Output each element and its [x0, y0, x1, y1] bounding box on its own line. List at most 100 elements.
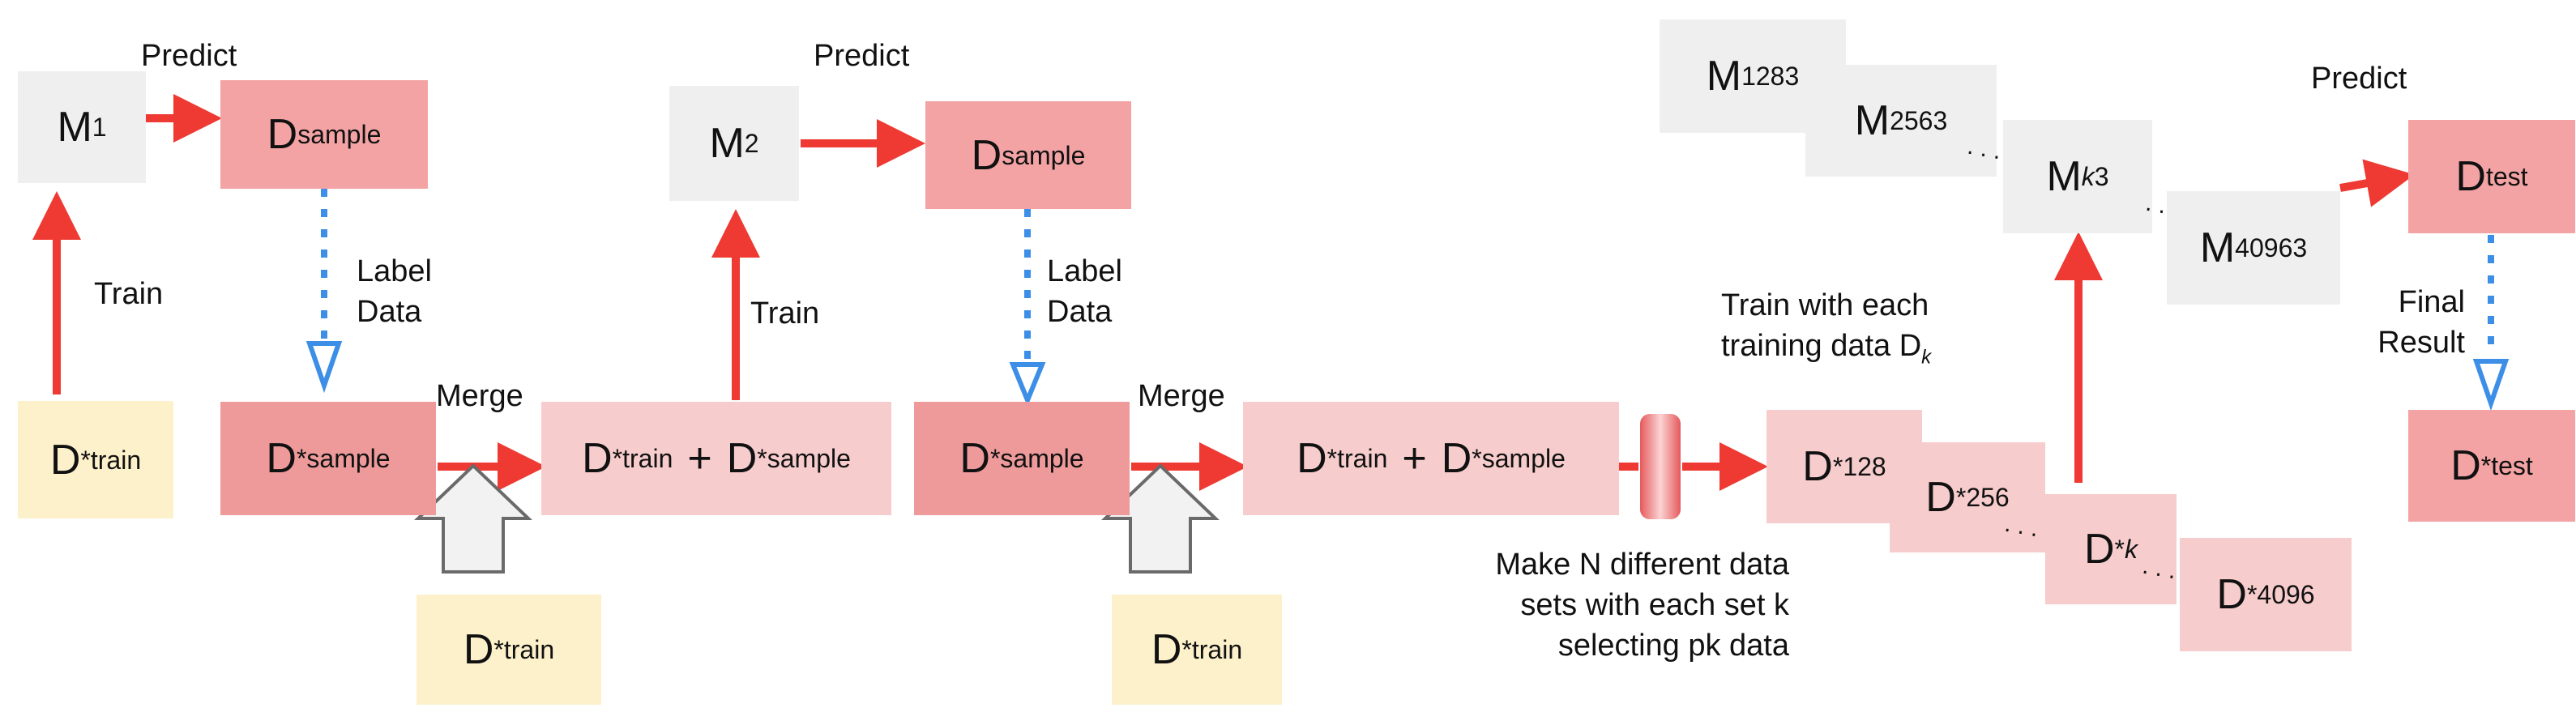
dataset-256-box: D*256 — [1890, 442, 2045, 552]
model-m2-symbol: M — [709, 120, 745, 167]
d-star-train-2-subscript: train — [503, 635, 555, 664]
predict-label-2: Predict — [814, 39, 910, 73]
d-star-train-1-star: * — [80, 445, 91, 475]
merged-1-sample-subscript: sample — [767, 444, 851, 473]
dataset-ellipsis-1: . . . — [2002, 510, 2041, 543]
model-m1-symbol: M — [57, 104, 92, 151]
dataset-128-star: * — [1832, 452, 1843, 481]
merged-2-plus: + — [1402, 435, 1427, 482]
predict-label-1: Predict — [141, 39, 237, 73]
predict-label-3: Predict — [2311, 62, 2407, 96]
train-with-each-line1: Train with each — [1721, 288, 1929, 322]
merged-2-star2: * — [1472, 444, 1482, 473]
make-datasets-text: Make N different data sets with each set… — [1433, 544, 1789, 666]
merged-2-d2: D — [1441, 435, 1472, 482]
train-label-1: Train — [94, 277, 164, 311]
d-sample-2-subscript: sample — [1002, 140, 1086, 170]
dataset-128-symbol: D — [1802, 443, 1833, 490]
merged-2-train-subscript: train — [1337, 444, 1388, 473]
merged-1-d1: D — [582, 435, 613, 482]
d-star-test-subscript: test — [2491, 451, 2533, 480]
d-star-test-symbol: D — [2450, 442, 2481, 489]
data-text-1: Data — [357, 295, 422, 330]
d-star-sample-box-1: D*sample — [220, 402, 436, 515]
d-sample-1-symbol: D — [267, 111, 298, 158]
d-star-train-2-symbol: D — [463, 626, 494, 673]
d-star-train-1-symbol: D — [49, 436, 81, 484]
dataset-256-star: * — [1955, 483, 1967, 512]
merged-1-train-subscript: train — [622, 444, 673, 473]
m3-k-superscript: k — [2081, 162, 2095, 191]
merged-2-d1: D — [1297, 435, 1327, 482]
dataset-4096-subscript: 4096 — [2257, 580, 2315, 609]
d-star-sample-2-star: * — [989, 444, 1001, 473]
dataset-k-subscript: k — [2125, 535, 2138, 564]
dataset-256-subscript: 256 — [1966, 483, 2010, 512]
merged-2-star1: * — [1326, 444, 1338, 473]
train-with-each-line2-text: training data D — [1721, 329, 1922, 364]
m3-256-superscript: 256 — [1890, 106, 1933, 135]
merge-label-1: Merge — [436, 379, 523, 413]
m3-256-symbol: M — [1854, 97, 1890, 144]
arrow-label-data-1-head — [305, 341, 343, 394]
m3-k-symbol: M — [2046, 153, 2082, 200]
d-star-test-star: * — [2480, 451, 2492, 480]
d-star-test-box: D*test — [2408, 410, 2575, 522]
make-datasets-line1: Make N different data — [1495, 548, 1789, 582]
d-star-train-3-symbol: D — [1151, 626, 1182, 673]
model-m1-subscript: 1 — [92, 113, 107, 142]
model-ellipsis-1: . . . — [1965, 132, 2004, 165]
label-data-text-2: Label Data — [1047, 251, 1122, 332]
train-with-each-line2: training data Dk — [1721, 326, 1931, 370]
d-star-sample-1-subscript: sample — [306, 444, 391, 473]
d-star-train-box-1: D*train — [18, 401, 173, 518]
d-star-train-2-star: * — [493, 635, 504, 664]
d-star-sample-2-symbol: D — [959, 435, 990, 482]
m3-256-subscript: 3 — [1933, 106, 1948, 135]
merge-label-2: Merge — [1138, 379, 1225, 413]
final-text: Final — [2398, 285, 2465, 319]
dataset-4096-star: * — [2246, 580, 2258, 609]
arrow-label-data-2-head — [1009, 362, 1046, 407]
d-test-subscript: test — [2485, 162, 2528, 191]
d-star-train-1-subscript: train — [90, 445, 142, 475]
dataset-128-subscript: 128 — [1843, 452, 1886, 481]
train-label-2: Train — [750, 296, 820, 331]
label-text-2: Label — [1047, 254, 1122, 288]
merge-up-arrow-2 — [1101, 463, 1220, 574]
train-with-each-line2-subscript: k — [1921, 346, 1932, 369]
d-star-train-3-star: * — [1181, 635, 1192, 664]
d-star-train-box-3: D*train — [1112, 595, 1282, 705]
m3-128-subscript: 3 — [1784, 62, 1800, 91]
merged-1-plus: + — [687, 435, 712, 482]
m3-128-symbol: M — [1706, 53, 1742, 100]
final-result-text: Final Result — [2347, 282, 2465, 363]
arrow-final-result-head — [2472, 359, 2510, 412]
dataset-k-symbol: D — [2083, 526, 2115, 573]
merged-box-2: D*train + D*sample — [1243, 402, 1619, 515]
d-star-sample-1-star: * — [296, 444, 307, 473]
dataset-4096-symbol: D — [2216, 571, 2247, 618]
m3-k-subscript: 3 — [2094, 162, 2109, 191]
model-m2-subscript: 2 — [744, 129, 759, 158]
dataset-k-box: D*k — [2045, 494, 2177, 604]
dataset-4096-box: D*4096 — [2180, 538, 2352, 651]
d-star-sample-box-2: D*sample — [914, 402, 1130, 515]
merged-2-sample-subscript: sample — [1481, 444, 1566, 473]
result-text: Result — [2377, 326, 2465, 360]
d-sample-2-symbol: D — [971, 131, 1002, 179]
make-datasets-line3: selecting pk data — [1557, 629, 1789, 663]
m3-4096-subscript: 3 — [2292, 233, 2308, 262]
dataset-ellipsis-2: . . . — [2140, 552, 2179, 585]
merged-1-d2: D — [726, 435, 758, 482]
label-text-1: Label — [357, 254, 432, 288]
label-data-text-1: Label Data — [357, 251, 432, 332]
